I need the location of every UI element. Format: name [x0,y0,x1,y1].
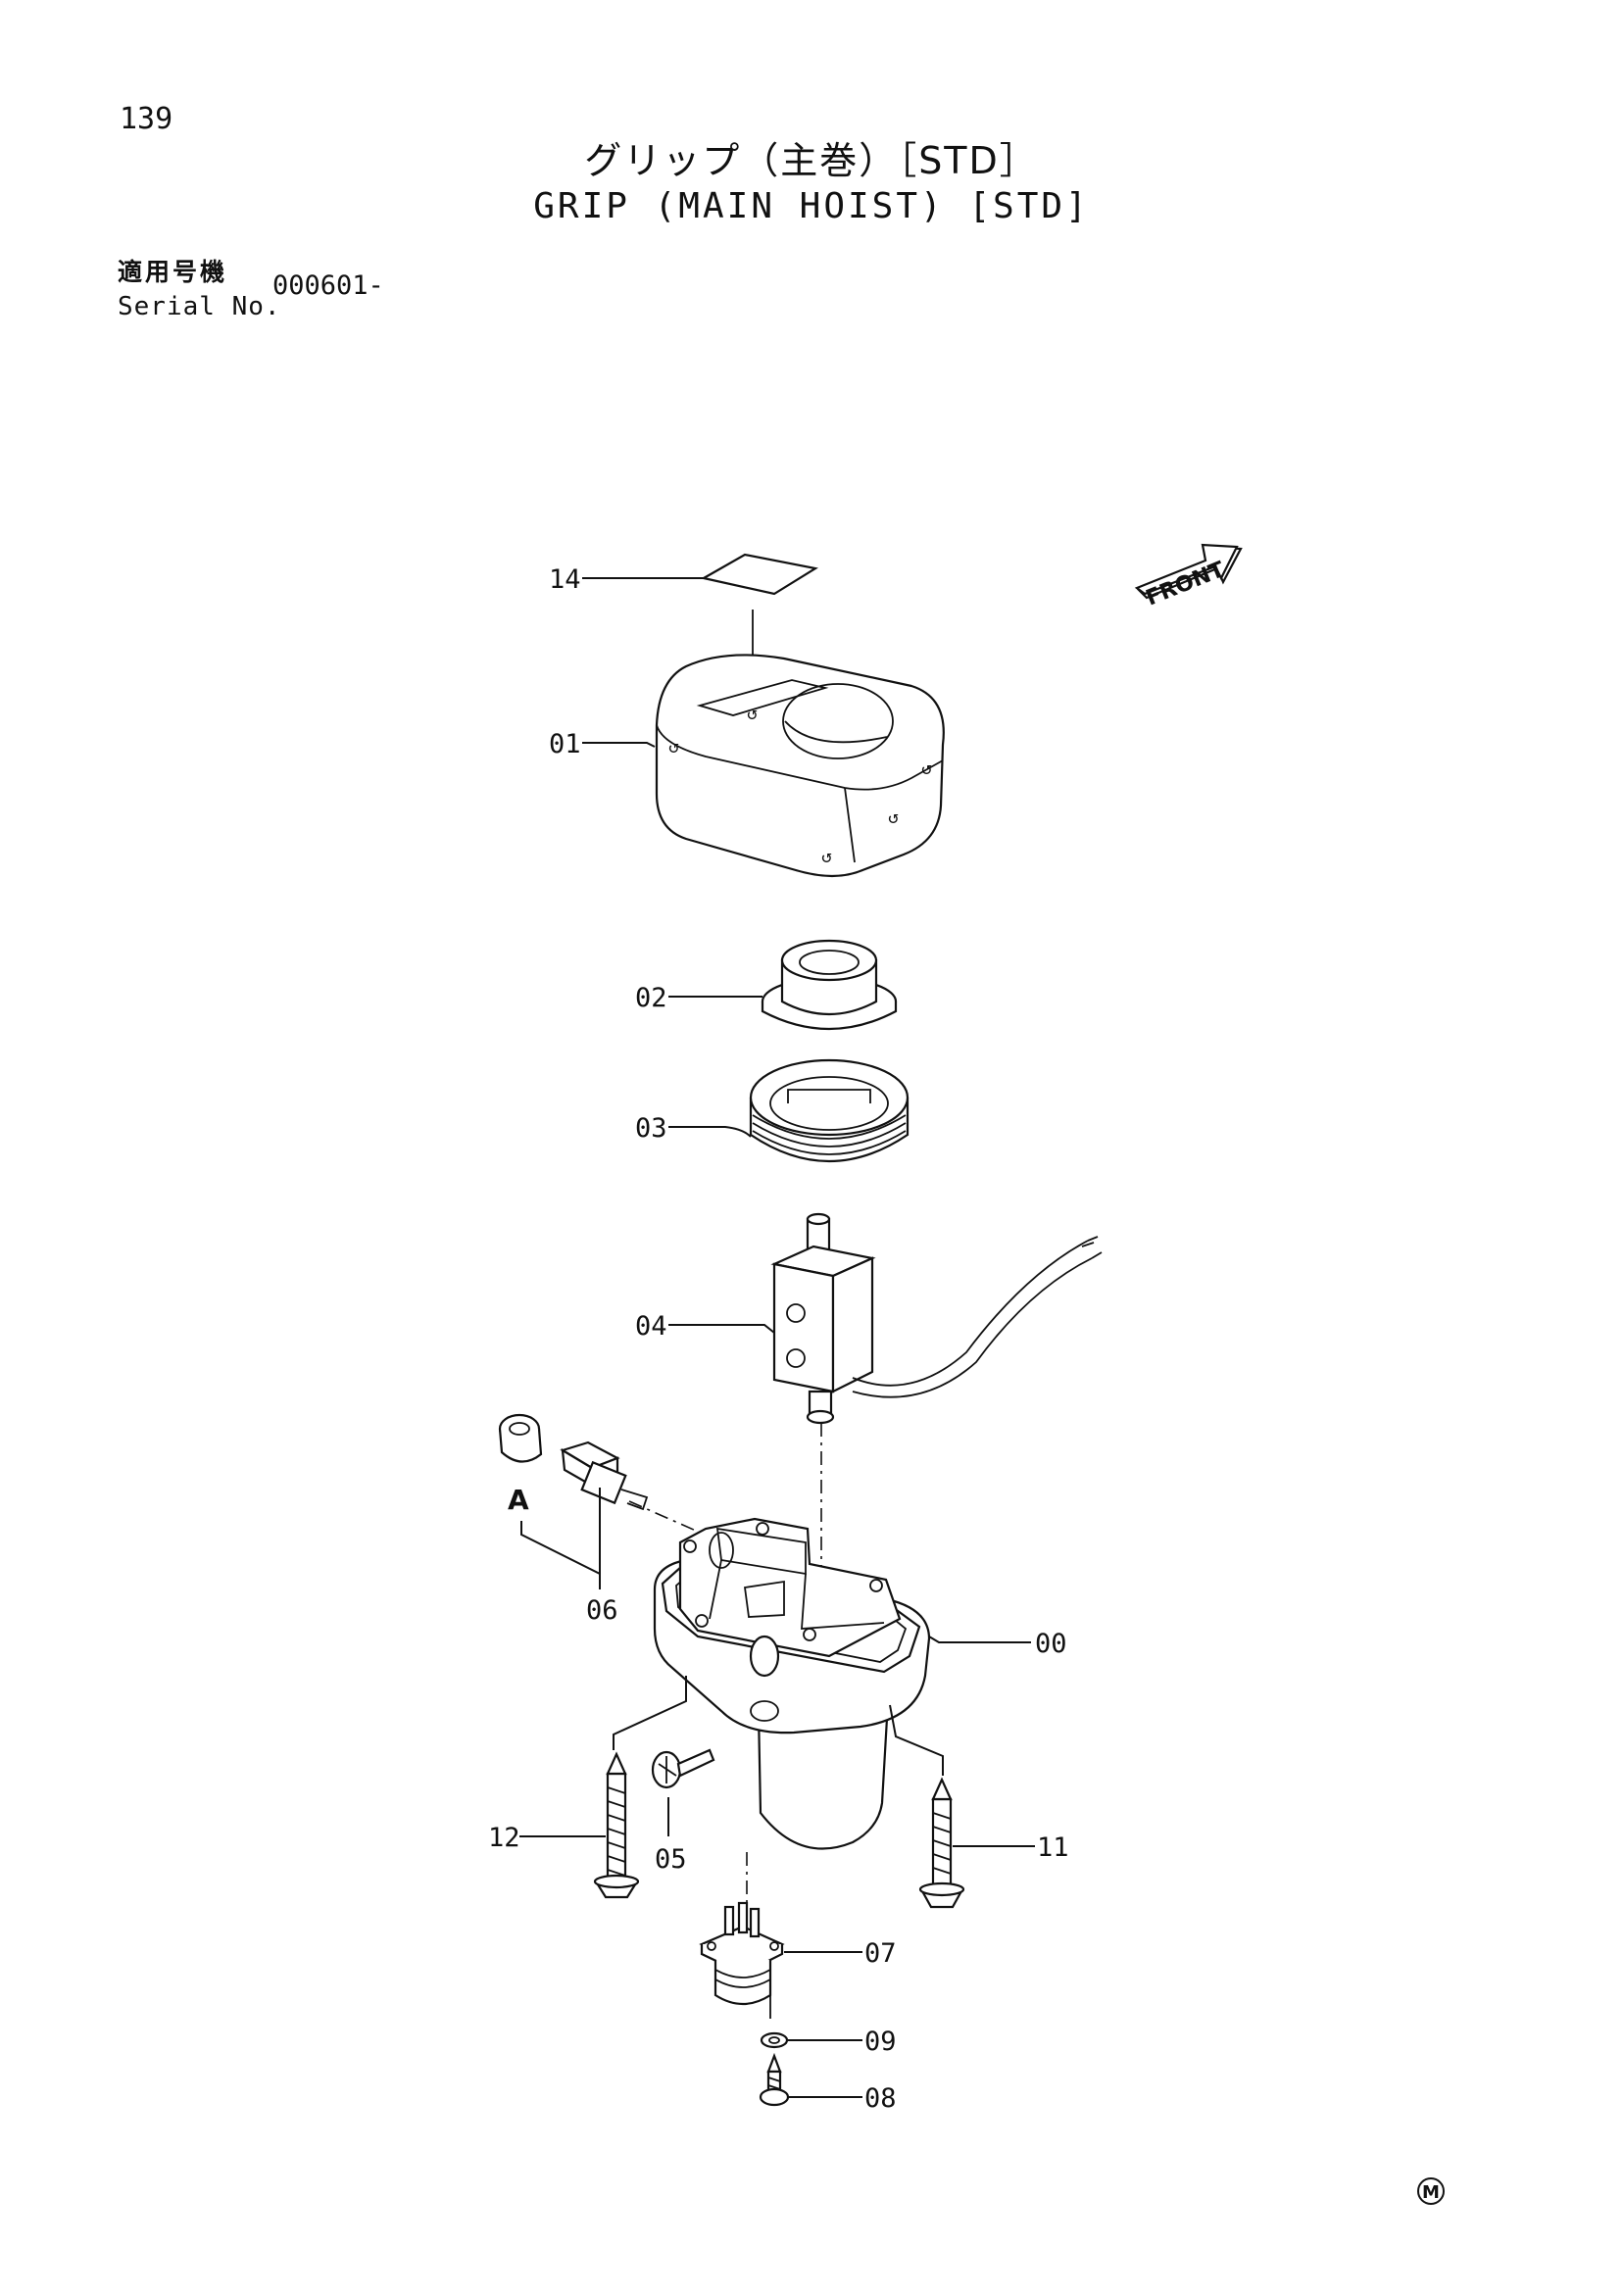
serial-number-value: 000601- [272,270,384,301]
corner-mark-icon: M [1417,2177,1445,2205]
boot-part [761,939,898,1030]
washer-part [760,2031,789,2049]
tapping-screw-12-part [593,1751,640,1899]
callout-05: 05 [655,1844,687,1875]
serial-label-japanese: 適用号機 [118,258,228,286]
tapping-screw-11-part [918,1777,965,1909]
callout-12: 12 [488,1823,520,1853]
callout-03: 03 [635,1113,667,1144]
screw-05-part [651,1748,715,1789]
front-arrow-icon: FRONT [1134,543,1243,611]
callout-01: 01 [549,729,581,759]
screw-08-part [759,2052,790,2107]
callout-09: 09 [864,2027,897,2057]
cover-part: ↺ ↺ ↺ ↺ ↺ [655,654,945,878]
switch-part [770,1212,1103,1425]
callout-07: 07 [864,1938,897,1969]
detail-label-a: A [508,1484,529,1516]
callout-06: 06 [586,1595,618,1626]
grip-body-part [653,1517,931,1850]
callout-labels: 14 01 02 03 04 06 00 12 05 11 07 09 08 [488,564,1069,2114]
serial-label-english: Serial No. [118,292,281,321]
label-plate-part [700,553,818,596]
ring-part [749,1058,910,1163]
callout-08: 08 [864,2083,897,2114]
callout-leaders [519,577,1035,2098]
push-button-switch-part [560,1441,649,1511]
connector-part [699,1901,785,2006]
page-title-english: GRIP (MAIN HOIST) [STD] [533,186,1090,226]
svg-text:↺: ↺ [888,807,899,828]
page-number: 139 [120,102,173,136]
callout-11: 11 [1037,1832,1069,1863]
front-arrow-label: FRONT [1143,558,1228,611]
svg-text:↺: ↺ [747,704,758,724]
svg-text:↺: ↺ [821,847,832,867]
svg-text:↺: ↺ [921,758,932,779]
corner-mark-label: M [1422,2182,1440,2203]
callout-00: 00 [1035,1629,1067,1659]
spacer-part [498,1413,543,1463]
svg-text:↺: ↺ [668,737,679,757]
page-title-japanese: グリップ（主巻）［STD］ [584,139,1039,182]
callout-04: 04 [635,1311,667,1342]
callout-14: 14 [549,564,581,595]
callout-02: 02 [635,983,667,1013]
